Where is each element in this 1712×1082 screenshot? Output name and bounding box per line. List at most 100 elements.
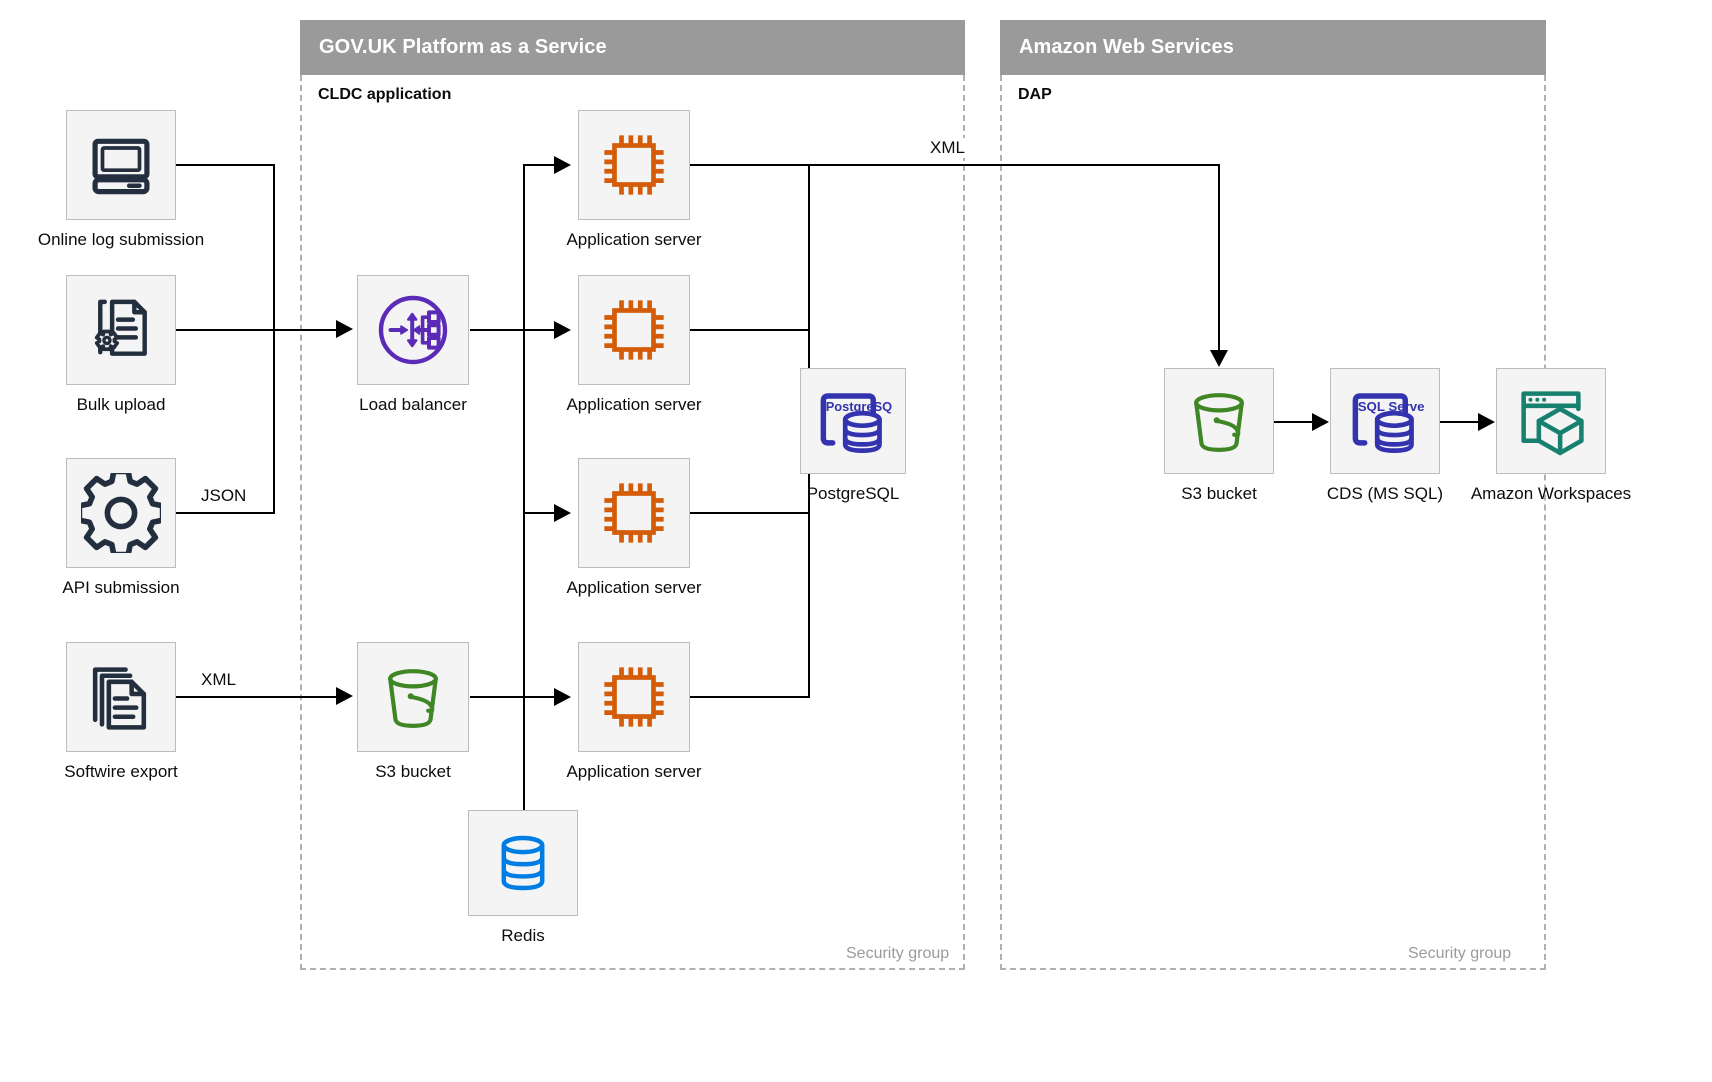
node-api-submission[interactable]: API submission	[62, 458, 180, 597]
cpu-chip-icon	[595, 658, 673, 736]
edge-distributor-to-app-server-4	[523, 696, 557, 698]
arrow-into-app-server-1	[554, 156, 571, 174]
amazon-workspaces-label: Amazon Workspaces	[1470, 484, 1632, 503]
node-cds-ms-sql[interactable]: SQL Server CDS (MS SQL)	[1327, 368, 1443, 503]
edge-trunk-left-vertical	[273, 164, 275, 514]
api-submission-icon-box	[66, 458, 176, 568]
document-gear-icon	[84, 293, 158, 367]
node-load-balancer[interactable]: Load balancer	[357, 275, 469, 414]
security-group-region-paas	[300, 75, 965, 970]
amazon-workspaces-icon	[1513, 383, 1589, 459]
cds-ms-sql-icon-box: SQL Server	[1330, 368, 1440, 474]
bulk-upload-icon-box	[66, 275, 176, 385]
edge-softwire-to-s3	[176, 696, 339, 698]
edge-distributor-to-app-server-3	[523, 512, 557, 514]
node-bulk-upload[interactable]: Bulk upload	[66, 275, 176, 414]
edge-label-json: JSON	[196, 486, 252, 506]
edge-xml-to-aws	[690, 164, 1220, 166]
sql-server-database-icon: SQL Server	[1346, 382, 1424, 460]
s3-bucket-icon	[1181, 383, 1257, 459]
app-server-1-label: Application server	[566, 230, 702, 249]
edge-bulk-upload-to-lb	[176, 329, 339, 331]
paas-s3-bucket-label: S3 bucket	[375, 762, 451, 781]
edge-distributor-vertical	[523, 164, 525, 698]
online-log-submission-icon-box	[66, 110, 176, 220]
node-online-log-submission[interactable]: Online log submission	[38, 110, 204, 249]
svg-text:SQL Server: SQL Server	[1358, 399, 1424, 414]
edge-paas-s3-to-app-server-4	[470, 696, 525, 698]
node-app-server-2[interactable]: Application server	[566, 275, 702, 414]
sub-title-cldc-application: CLDC application	[318, 86, 452, 103]
api-submission-label: API submission	[62, 578, 180, 597]
load-balancer-icon-box	[357, 275, 469, 385]
app-server-3-label: Application server	[566, 578, 702, 597]
app-server-3-icon-box	[578, 458, 690, 568]
documents-stack-icon	[83, 659, 159, 735]
group-header-aws-label: Amazon Web Services	[1019, 36, 1234, 58]
edge-aws-s3-to-cds	[1274, 421, 1314, 423]
edge-distributor-to-app-server-1	[523, 164, 557, 166]
group-header-aws-extended: Amazon Web Services	[1000, 20, 1546, 75]
redis-database-icon	[491, 831, 555, 895]
arrow-into-cds-ms-sql	[1312, 413, 1329, 431]
group-header-paas: GOV.UK Platform as a Service	[300, 20, 965, 75]
amazon-workspaces-icon-box	[1496, 368, 1606, 474]
softwire-export-label: Softwire export	[64, 762, 178, 781]
softwire-export-icon-box	[66, 642, 176, 752]
arrow-into-load-balancer	[336, 320, 353, 338]
arrow-into-app-server-2	[554, 321, 571, 339]
node-aws-s3-bucket[interactable]: S3 bucket	[1164, 368, 1274, 503]
cds-ms-sql-label: CDS (MS SQL)	[1326, 484, 1444, 503]
postgresql-icon-box: PostgreSQL	[800, 368, 906, 474]
arrow-into-paas-s3-bucket	[336, 687, 353, 705]
load-balancer-label: Load balancer	[359, 395, 467, 414]
node-app-server-3[interactable]: Application server	[566, 458, 702, 597]
security-group-label-paas: Security group	[846, 945, 950, 962]
arrow-into-aws-s3-bucket	[1210, 350, 1228, 367]
app-server-4-icon-box	[578, 642, 690, 752]
edge-xml-down-to-aws-s3	[1218, 164, 1220, 352]
bulk-upload-label: Bulk upload	[76, 395, 166, 414]
desktop-computer-icon	[84, 128, 158, 202]
svg-text:PostgreSQL: PostgreSQL	[826, 399, 892, 414]
edge-app-server-4-out	[690, 696, 810, 698]
arrow-into-amazon-workspaces	[1478, 413, 1495, 431]
edge-lb-to-distributor	[470, 329, 525, 331]
edge-distributor-to-app-server-2	[523, 329, 557, 331]
load-balancer-icon	[373, 290, 453, 370]
arrow-into-app-server-3	[554, 504, 571, 522]
arrow-into-app-server-4	[554, 688, 571, 706]
redis-icon-box	[468, 810, 578, 916]
postgresql-label: PostgreSQL	[806, 484, 900, 503]
cpu-chip-icon	[595, 291, 673, 369]
node-amazon-workspaces[interactable]: Amazon Workspaces	[1471, 368, 1631, 503]
sub-title-dap: DAP	[1018, 86, 1052, 103]
node-paas-s3-bucket[interactable]: S3 bucket	[357, 642, 469, 781]
node-softwire-export[interactable]: Softwire export	[64, 642, 178, 781]
aws-s3-bucket-label: S3 bucket	[1181, 484, 1257, 503]
app-server-2-label: Application server	[566, 395, 702, 414]
online-log-submission-label: Online log submission	[37, 230, 205, 249]
node-redis[interactable]: Redis	[468, 810, 578, 945]
paas-s3-bucket-icon-box	[357, 642, 469, 752]
edge-label-xml-softwire: XML	[196, 670, 241, 690]
edge-label-xml-to-aws: XML	[925, 138, 970, 158]
security-group-label-aws: Security group	[1408, 945, 1512, 962]
security-group-region-aws	[1000, 75, 1546, 970]
app-server-4-label: Application server	[566, 762, 702, 781]
gear-icon	[81, 473, 161, 553]
aws-s3-bucket-icon-box	[1164, 368, 1274, 474]
edge-app-server-2-out	[690, 329, 810, 331]
edge-cds-to-workspaces	[1440, 421, 1480, 423]
edge-online-log-to-trunk	[176, 164, 275, 166]
postgresql-database-icon: PostgreSQL	[814, 382, 892, 460]
node-app-server-1[interactable]: Application server	[566, 110, 702, 249]
node-postgresql[interactable]: PostgreSQL PostgreSQL	[800, 368, 906, 503]
edge-app-server-3-out	[690, 512, 810, 514]
node-app-server-4[interactable]: Application server	[566, 642, 702, 781]
edge-api-submission-to-trunk	[176, 512, 275, 514]
app-server-1-icon-box	[578, 110, 690, 220]
app-server-2-icon-box	[578, 275, 690, 385]
cpu-chip-icon	[595, 474, 673, 552]
